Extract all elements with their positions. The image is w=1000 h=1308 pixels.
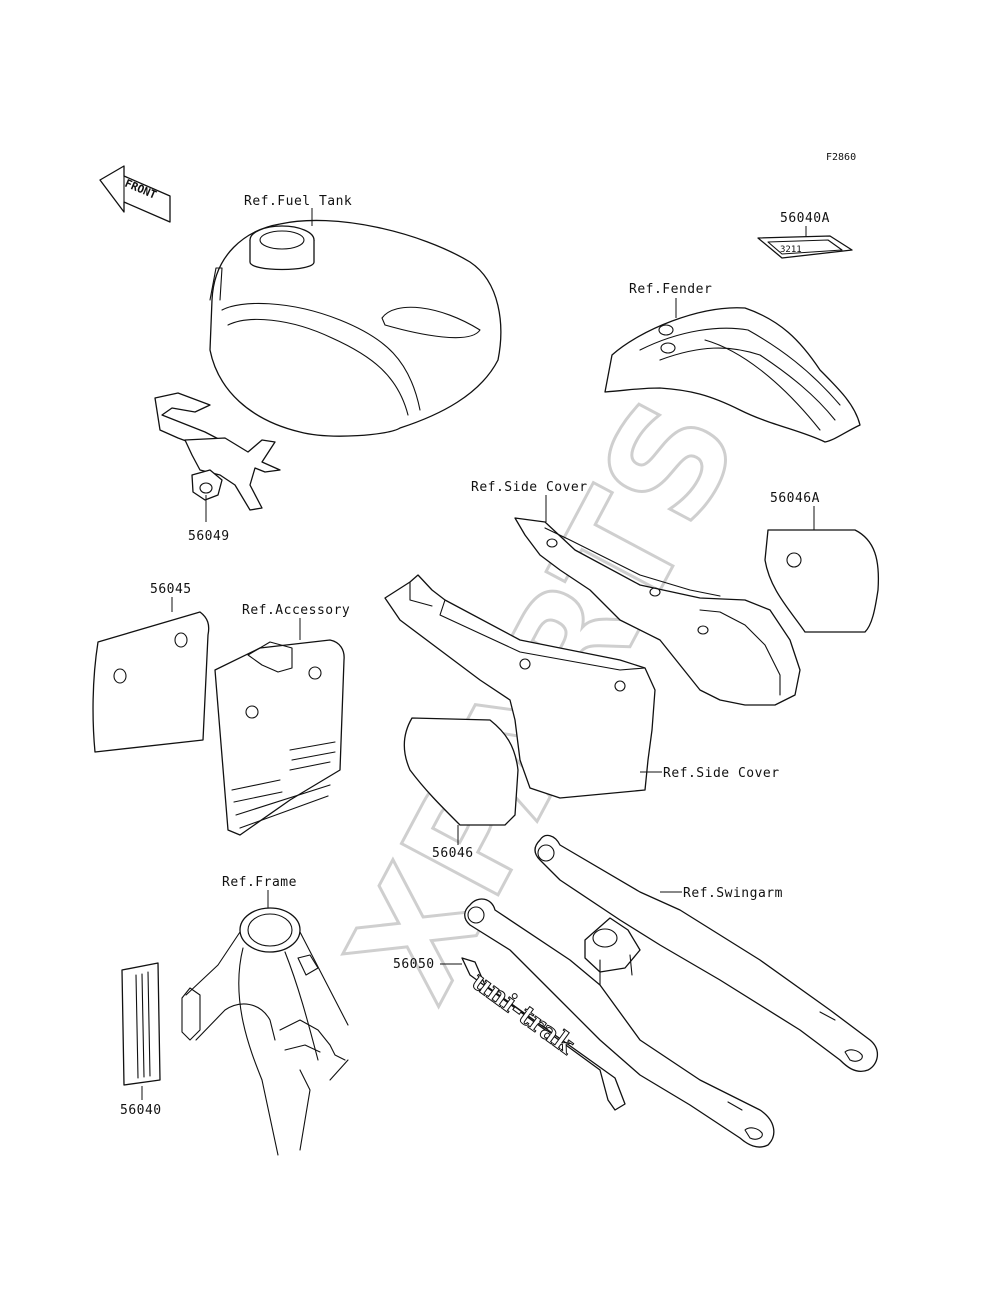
part-56046: 56046 <box>432 846 474 861</box>
part-56050: 56050 <box>393 957 435 972</box>
part-56049: 56049 <box>188 529 230 544</box>
decal-56040A: 3211 <box>757 235 853 259</box>
decal-56040A-text: 3211 <box>780 245 802 255</box>
side-cover-upper <box>514 517 801 706</box>
label-fuel-tank: Ref.Fuel Tank <box>244 194 352 209</box>
label-side-cover-lower: Ref.Side Cover <box>663 766 780 781</box>
figure-code: F2860 <box>826 152 856 163</box>
label-swingarm: Ref.Swingarm <box>683 886 783 901</box>
part-56040A: 56040A <box>780 211 830 226</box>
part-56045: 56045 <box>150 582 192 597</box>
decal-56040 <box>121 962 161 1086</box>
rear-fender <box>604 307 861 443</box>
part-56040: 56040 <box>120 1103 162 1118</box>
label-fender: Ref.Fender <box>629 282 712 297</box>
label-frame: Ref.Frame <box>222 875 297 890</box>
frame <box>181 907 349 1156</box>
part-56046A: 56046A <box>770 491 820 506</box>
label-side-cover-upper: Ref.Side Cover <box>471 480 588 495</box>
decal-56046 <box>403 717 519 826</box>
fuel-tank <box>209 219 502 437</box>
label-accessory: Ref.Accessory <box>242 603 350 618</box>
accessory-plate <box>214 639 345 836</box>
decal-56045 <box>92 611 210 753</box>
front-arrow-icon: FRONT <box>99 165 171 223</box>
swingarm <box>464 834 878 1148</box>
decal-56049-zx <box>154 392 281 511</box>
side-cover-lower <box>384 574 656 799</box>
decal-56046A <box>764 529 880 633</box>
